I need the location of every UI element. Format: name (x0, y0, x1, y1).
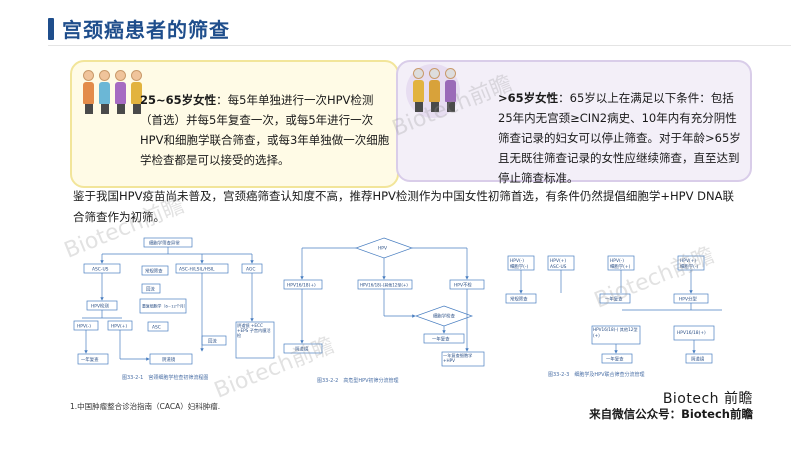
source-credit: 来自微信公众号：Biotech前瞻 (589, 407, 753, 421)
title-accent-bar (48, 17, 54, 40)
women-group-icon (82, 70, 143, 114)
card-right-text: >65岁女性：65岁以上在满足以下条件：包括25年内无宫颈≥CIN2病史、10年… (498, 88, 743, 188)
fig1-b11-label: 回流 (208, 338, 217, 345)
fig3-b10-label: 一年复查 (605, 296, 623, 303)
fig1-caption: 图33-2-1 宫颈细胞学检查初筛流程图 (122, 374, 208, 381)
fig3-b2-label: 细胞学(-) (510, 263, 528, 270)
fig1-b7-label: 重复细胞学（6~12个月） (142, 304, 188, 309)
fig1-b13-label: 一年复查 (81, 356, 99, 363)
fig1-return-box (141, 283, 161, 294)
flowcharts-panel: 细胞学筛查异常 ASC-US ASC-H/LSIL/HSIL AGC 常规筛查 … (62, 236, 752, 394)
fig1-b4-label: 常规筛查 (145, 268, 163, 275)
fig2-caption: 图33-2-2 高危型HPV初筛分流管理 (317, 377, 399, 384)
fig3-one-year-box (599, 293, 631, 304)
fig1-b3-label: AGC (246, 267, 255, 273)
fig1-b9-label: HPV(+) (111, 324, 127, 330)
fig3-b15-label: 阴道镜 (691, 356, 705, 363)
fig1-b8-label: HPV(-) (77, 324, 91, 330)
fig3-b7-label: HPV(+) (680, 258, 696, 264)
fig1-b5-label: 回流 (146, 286, 155, 293)
fig2-one-year-box (423, 333, 465, 344)
card-left-lead: 25~65岁女性 (140, 93, 217, 107)
fig3-b12-label: HPV16/18(-) 其他12型(+) (593, 327, 638, 338)
fig3-b4-label: ASC-US (550, 264, 567, 270)
fig1-routine-box (141, 265, 169, 276)
card-age-over-65: >65岁女性：65岁以上在满足以下条件：包括25年内无宫颈≥CIN2病史、10年… (396, 60, 752, 185)
fig3-routine-box (505, 293, 537, 304)
fig2-b2-label: HPV16/18(-)其他12型(+) (360, 282, 408, 288)
fig1-b10-label: ASC (152, 325, 161, 331)
fig3-caption: 图33-2-3 细胞学及HPV联合筛查分流管理 (548, 371, 645, 378)
fig2-hpv1618-pos-box (283, 279, 323, 290)
fig1-colposcopy-box (149, 353, 193, 365)
recommendation-paragraph: 鉴于我国HPV疫苗尚未普及，宫颈癌筛查认知度不高，推荐HPV检测作为中国女性初筛… (73, 189, 734, 224)
card-left-body: ：每5年单独进行一次HPV检测（首选）并每5年复查一次，或每5年进行一次HPV和… (140, 93, 390, 167)
fig1-start-label: 细胞学筛查异常 (149, 240, 180, 247)
fig3-b3-label: HPV(+) (550, 258, 566, 264)
fig2-b6-label: 一年复查 (432, 336, 450, 343)
fig3-b8-label: 细胞学(-) (680, 263, 698, 270)
fig1-b6-label: HPV检测 (91, 303, 109, 310)
elderly-women-icon (412, 68, 457, 112)
reference-footnote: 1.中国肿瘤整合诊治指南（CACA）妇科肿瘤. (70, 402, 221, 411)
fig1-repeat-cytology-box (139, 298, 187, 314)
fig2-colposcopy-box (283, 343, 323, 354)
fig2-b4-label: 细胞学检查 (433, 313, 456, 320)
fig3-colposcopy-box (685, 353, 713, 364)
title-divider (48, 45, 791, 46)
card-age-25-65: 25~65岁女性：每5年单独进行一次HPV检测（首选）并每5年复查一次，或每5年… (70, 60, 399, 188)
fig1-one-year-box (77, 353, 109, 365)
fig1-b2-label: ASC-H/LSIL/HSIL (179, 267, 215, 273)
fig3-b13-label: HPV16/18(+) (677, 330, 706, 336)
fig3-b11-label: HPV分型 (679, 296, 697, 303)
fig2-b1-label: HPV16/18(+) (287, 283, 316, 289)
card-left-text: 25~65岁女性：每5年单独进行一次HPV检测（首选）并每5年复查一次，或每5年… (140, 90, 390, 170)
fig1-colposcopy-ecc-box (235, 321, 275, 359)
card-right-body: ：65岁以上在满足以下条件：包括25年内无宫颈≥CIN2病史、10年内有充分阴性… (498, 91, 741, 185)
fig1-asc-box (147, 321, 169, 332)
fig2-other12-box (357, 279, 413, 290)
fig1-b1-label: ASC-US (92, 267, 109, 273)
fig3-b1-label: HPV(-) (510, 258, 524, 264)
brand-logo-text: Biotech 前瞻 (662, 391, 753, 407)
flowcharts-svg: 细胞学筛查异常 ASC-US ASC-H/LSIL/HSIL AGC 常规筛查 … (73, 237, 722, 384)
fig2-b7-label: 一年复查细胞学 +HPV (443, 353, 473, 363)
fig3-b14-label: 一年复查 (606, 356, 624, 363)
fig3-b9-label: 常规筛查 (510, 296, 528, 303)
fig1-b14-label: 阴道镜 +ECC +EPS 子宫内膜活检 (237, 323, 271, 338)
page-title: 宫颈癌患者的筛查 (62, 18, 230, 42)
fig3-one-year2-box (601, 353, 633, 364)
fig3-b6-label: 细胞学(+) (610, 263, 631, 270)
fig1-b12-label: 阴道镜 (162, 356, 176, 363)
title-bar: 宫颈癌患者的筛查 (48, 14, 230, 43)
fig3-b5-label: HPV(-) (610, 258, 624, 264)
fig2-one-year-cyto-box (441, 351, 485, 367)
fig2-top-label: HPV (378, 246, 387, 252)
card-right-lead: >65岁女性 (498, 91, 559, 105)
fig2-b5-label: 阴道镜 (295, 346, 309, 353)
fig2-b3-label: HPV不检 (454, 282, 472, 289)
